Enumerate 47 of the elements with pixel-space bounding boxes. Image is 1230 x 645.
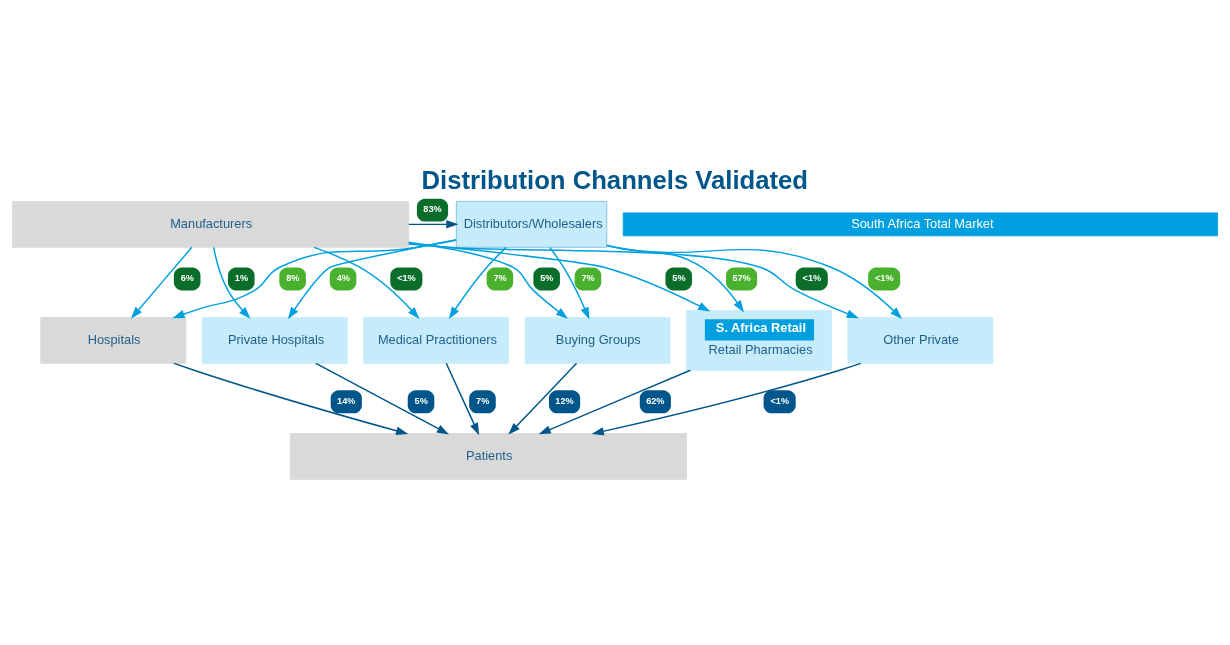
edge-label: 7% — [493, 272, 507, 283]
node-box: Patients — [289, 433, 687, 480]
node-box: Medical Practitioners — [363, 317, 510, 364]
arrow — [408, 243, 859, 319]
arrow — [313, 246, 420, 319]
node-box: South Africa Total Market — [622, 212, 1218, 237]
arrow — [549, 246, 590, 320]
arrow — [407, 241, 568, 319]
edge-label: 6% — [180, 272, 194, 283]
arrow — [538, 369, 692, 435]
arrow — [408, 220, 459, 229]
edge-label: <1% — [770, 395, 790, 406]
arrow — [508, 362, 578, 435]
arrow — [212, 246, 251, 319]
node-box: Hospitals — [40, 317, 187, 364]
edge-label: 14% — [337, 395, 356, 406]
edge-label: <1% — [397, 272, 416, 283]
edge-label: 12% — [555, 395, 574, 406]
edge-label: 8% — [286, 272, 300, 283]
node-box: Buying Groups — [524, 317, 671, 364]
arrow — [315, 362, 449, 435]
arrow — [130, 246, 193, 319]
arrow — [287, 239, 457, 320]
edge-label: 5% — [540, 272, 554, 283]
edge-label: 83% — [423, 203, 442, 214]
arrow — [445, 362, 480, 436]
node-box: Private Hospitals — [201, 317, 348, 364]
edge-label: <1% — [802, 272, 822, 283]
node-box: Distributors/Wholesalers — [455, 201, 608, 248]
edge-label: 7% — [476, 395, 490, 406]
arrow — [591, 362, 862, 436]
node-box: Manufacturers — [11, 201, 410, 248]
arrow — [606, 244, 745, 313]
edge-label: 62% — [646, 395, 665, 406]
node-box: Other Private — [847, 317, 994, 364]
edge-label: 5% — [414, 395, 428, 406]
arrow — [408, 242, 711, 312]
diagram-title: Distribution Channels Validated — [421, 165, 809, 194]
edge-label: 57% — [732, 272, 751, 283]
arrow — [173, 362, 409, 435]
node-box: S. Africa Retail Retail Pharmacies — [686, 310, 832, 371]
edge-label: 4% — [336, 272, 350, 283]
edge-label: <1% — [875, 272, 894, 283]
edge-label: 5% — [672, 272, 686, 283]
edge-label: 7% — [581, 272, 595, 283]
edge-label: 1% — [234, 272, 249, 283]
arrow — [448, 246, 507, 320]
